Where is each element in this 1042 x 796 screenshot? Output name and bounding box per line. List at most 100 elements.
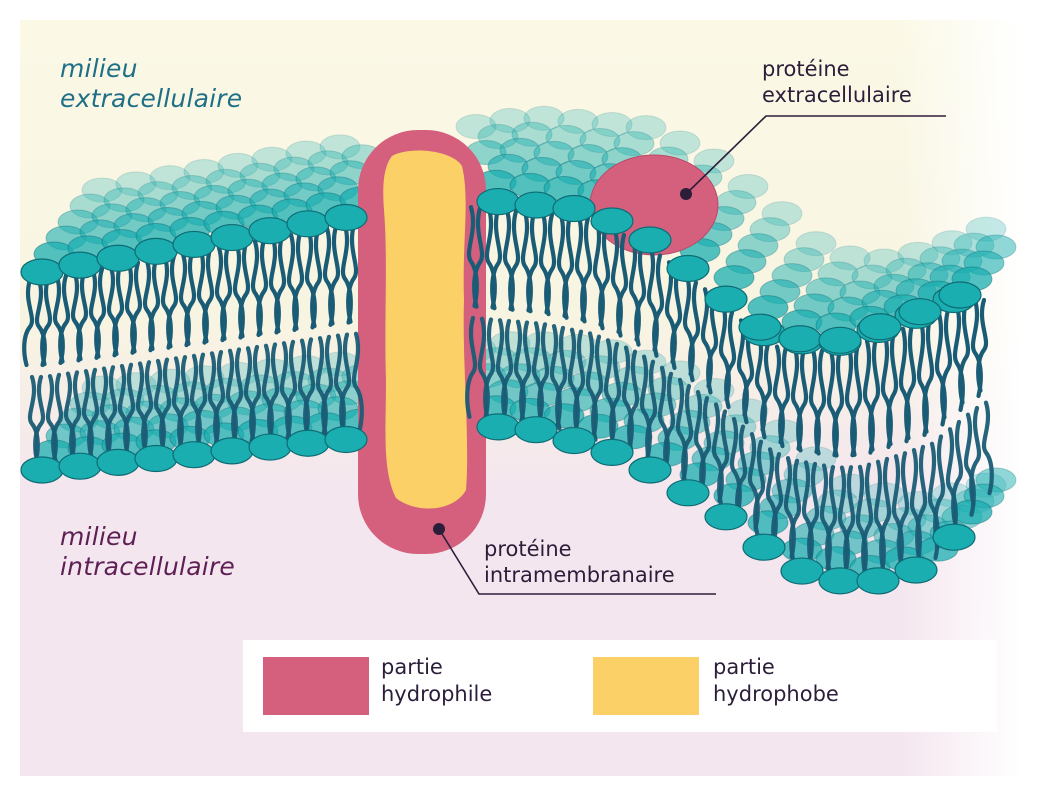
callout-dot-extracellular <box>680 188 692 200</box>
lipid-tail <box>556 213 569 319</box>
lipid-tail <box>814 348 827 456</box>
head-front-bottom <box>134 444 178 473</box>
lipid-tail <box>634 241 647 347</box>
head-front-top <box>666 254 710 283</box>
lipid-tail <box>130 260 143 354</box>
lipid-tail <box>682 273 695 377</box>
head-back <box>171 175 213 201</box>
head-back <box>477 124 519 150</box>
lipid-tail <box>502 208 515 312</box>
head-front-bottom <box>96 448 140 476</box>
head-back <box>749 217 791 243</box>
head-front-bottom <box>324 425 368 454</box>
legend-swatch-hydrophobe <box>593 657 699 715</box>
head-front-bottom <box>780 557 824 585</box>
lipid-tail <box>958 300 971 405</box>
lipid-tail <box>537 322 550 426</box>
head-front-edge <box>778 325 822 353</box>
intramembrane-protein-label: protéine intramembranaire <box>484 536 675 589</box>
lipid-tail <box>490 207 503 311</box>
lipid-tail <box>184 250 197 346</box>
lipid-tail <box>351 331 364 433</box>
lipid-tail <box>484 206 497 310</box>
lipid-tail <box>339 332 352 434</box>
lipid-tail <box>220 244 233 341</box>
head-front-edge <box>858 313 902 341</box>
lipid-tail <box>274 234 287 334</box>
head-front-edge <box>818 326 862 354</box>
lipid-tail <box>520 209 533 313</box>
lipid-tail <box>778 345 791 449</box>
head-front-top <box>248 217 292 245</box>
lipid-tail <box>40 276 53 367</box>
head-front-bottom <box>248 433 292 461</box>
lipid-tail <box>855 464 868 580</box>
callout-line-extracellular <box>685 115 946 195</box>
extracellular-protein-label-line2: extracellulaire <box>762 83 912 108</box>
legend-hydrophile-line1: partie <box>381 655 443 679</box>
lipid-tail <box>652 253 665 358</box>
head-front-bottom <box>856 567 900 595</box>
lipid-tail <box>202 247 215 344</box>
lipid-tail <box>843 465 856 578</box>
callout-line-intramembrane <box>438 528 716 595</box>
head-back <box>625 115 667 141</box>
lipid-tail <box>670 266 683 370</box>
lipid-tail <box>664 260 677 364</box>
head-back <box>251 146 293 172</box>
head-back <box>851 264 893 290</box>
lipid-tail <box>141 360 154 454</box>
lipid-tail <box>76 270 89 362</box>
head-back <box>239 162 281 188</box>
head-front-bottom <box>704 503 748 531</box>
head-front-top <box>134 237 178 265</box>
lipid-tail <box>789 458 802 564</box>
head-back <box>285 140 327 166</box>
head-front-edge <box>898 298 942 326</box>
head-back <box>81 177 123 203</box>
intramembrane-protein-label-line1: protéine <box>484 537 572 561</box>
head-back <box>523 105 565 131</box>
head-back <box>307 150 349 176</box>
lipid-tail <box>688 280 701 383</box>
lipid-tail <box>693 389 706 492</box>
lipid-tail <box>592 219 605 327</box>
lipid-tail <box>267 342 280 441</box>
lipid-tail <box>808 347 821 455</box>
head-front-bottom <box>666 479 710 507</box>
lipid-tail <box>825 464 838 573</box>
head-front-bottom <box>476 413 520 441</box>
lipid-tail <box>483 317 496 421</box>
lipid-tail <box>772 344 785 445</box>
lipid-tail <box>501 318 514 422</box>
head-back <box>795 231 837 257</box>
lipid-tail <box>897 451 910 568</box>
lipid-tail <box>513 319 526 423</box>
lipid-tail <box>765 447 778 545</box>
head-front-top <box>286 210 330 238</box>
callout-intramembrane-protein <box>433 523 716 595</box>
lipid-tail <box>753 439 766 538</box>
lipid-tail <box>718 302 731 402</box>
lipid-tail <box>177 355 190 450</box>
head-front-bottom <box>286 429 330 457</box>
head-back <box>817 261 859 287</box>
lipid-tail <box>549 324 562 428</box>
extracellular-protein-label-line1: protéine <box>762 57 850 81</box>
lipid-tail <box>886 329 899 447</box>
intracellular-medium-label: milieu intracellulaire <box>60 522 235 582</box>
head-back <box>273 156 315 182</box>
lipid-tail <box>567 327 580 434</box>
lipid-tail <box>760 342 773 440</box>
intracellular-label-line1: milieu <box>60 522 138 551</box>
head-front-top <box>324 203 368 232</box>
lipid-tail <box>706 294 719 395</box>
head-front-bottom <box>894 556 938 584</box>
head-back <box>761 201 803 227</box>
lipid-tail <box>105 365 118 458</box>
head-front-top <box>58 251 102 279</box>
head-back <box>455 114 497 140</box>
lipid-tail <box>22 277 35 368</box>
lipid-tail <box>826 349 839 458</box>
